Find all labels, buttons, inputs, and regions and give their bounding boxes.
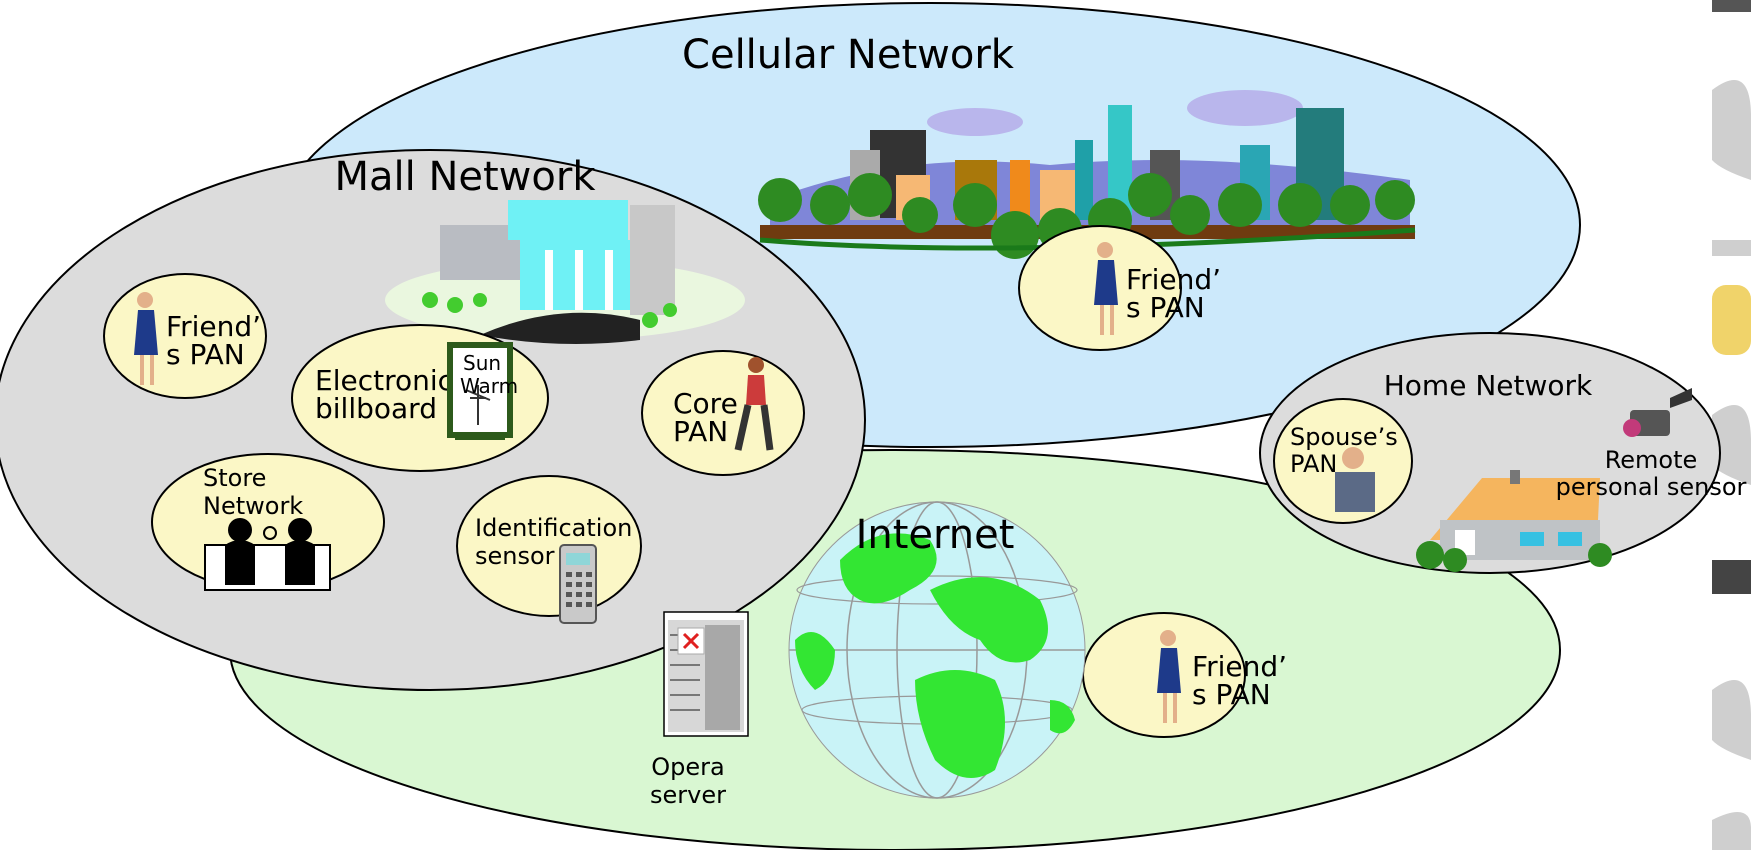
billboard-sign-line1: Sun: [463, 351, 501, 375]
spouse-pan-line1: Spouse’s: [1290, 423, 1398, 451]
internet-friend-pan-line2: s PAN: [1192, 678, 1271, 711]
woman-phone-icon: [134, 292, 158, 385]
electronic-billboard-node: Electronic billboard Sun Warm: [291, 324, 549, 472]
billboard-sign-icon: Sun Warm: [447, 342, 518, 440]
store-network-line1: Store: [203, 464, 266, 492]
camcorder-icon: [1623, 388, 1692, 437]
mall-friend-pan-line2: s PAN: [166, 338, 245, 371]
server-label-line1: Opera: [651, 753, 724, 781]
internet-friend-pan-line1: Friend’: [1192, 650, 1287, 683]
cellular-network-title: Cellular Network: [682, 32, 1015, 78]
identification-sensor-node: Identification sensor: [456, 475, 642, 624]
globe-illustration: [788, 501, 1086, 799]
spouse-pan-line2: PAN: [1290, 450, 1337, 478]
woman-walking-icon: [734, 357, 774, 451]
store-network-line2: Network: [203, 492, 303, 520]
cellular-friend-pan-line1: Friend’: [1126, 263, 1221, 296]
idsensor-line1: Identification: [475, 514, 632, 542]
store-network-node: Store Network: [151, 453, 385, 591]
mall-friend-pan: Friend’ s PAN: [103, 273, 267, 399]
server-label-line2: server: [650, 781, 726, 809]
billboard-label-line2: billboard: [315, 392, 437, 425]
edge-decoration: [1712, 0, 1751, 850]
house-illustration: [1416, 470, 1612, 572]
woman-phone-icon: [1157, 630, 1181, 723]
mall-building-illustration: [385, 200, 745, 344]
handheld-scanner-icon: [559, 544, 597, 624]
mall-friend-pan-line1: Friend’: [166, 310, 261, 343]
internet-title: Internet: [856, 512, 1015, 558]
mall-network-title: Mall Network: [335, 154, 597, 200]
remote-sensor-line2: personal sensor: [1556, 473, 1747, 501]
man-phone-icon: [1335, 447, 1375, 512]
spouse-pan: Spouse’s PAN: [1273, 398, 1413, 524]
core-pan-line1: Core: [673, 387, 738, 420]
billboard-label-line1: Electronic: [315, 364, 453, 397]
home-network-title: Home Network: [1384, 369, 1593, 402]
shoppers-icon: [204, 518, 331, 591]
server-icon: [663, 611, 749, 737]
remote-sensor-line1: Remote: [1605, 446, 1698, 474]
cellular-friend-pan-line2: s PAN: [1126, 291, 1205, 324]
core-pan-line2: PAN: [673, 415, 728, 448]
billboard-sign-line2: Warm: [460, 374, 518, 398]
woman-phone-icon: [1094, 242, 1118, 335]
cellular-friend-pan: Friend’ s PAN: [1018, 225, 1221, 351]
idsensor-line2: sensor: [475, 542, 555, 570]
core-pan: Core PAN: [641, 350, 805, 476]
